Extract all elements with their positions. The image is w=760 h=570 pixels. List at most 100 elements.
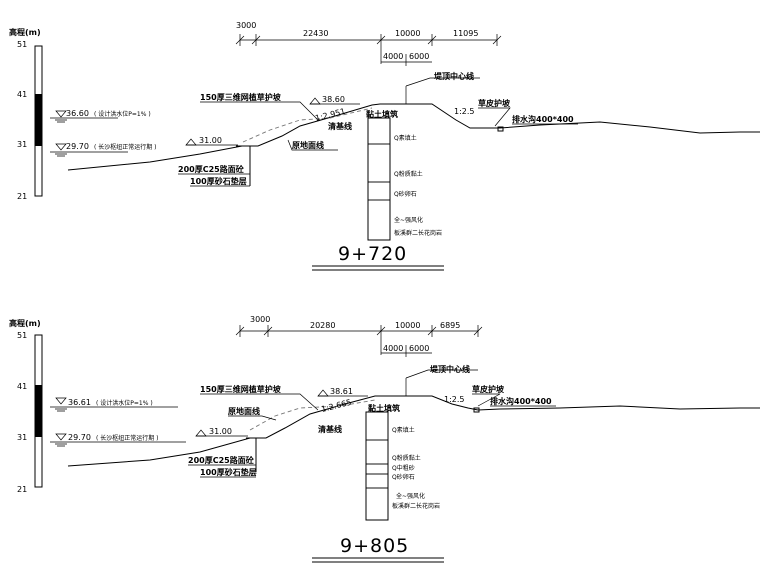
water-level-symbol xyxy=(195,429,207,437)
crest-centerline-label: 堤顶中心线 xyxy=(434,71,474,81)
station-title: 9+805 xyxy=(312,535,444,563)
dim-berm: 20280 xyxy=(310,321,335,330)
dim-sub-4000: 4000 xyxy=(383,52,403,61)
annotations: 150厚三维网植草护坡 38.61 堤顶中心线 黏土填筑 清基线 1:2.665… xyxy=(188,364,556,478)
water-level-symbol xyxy=(55,110,67,123)
ruler-solid-segment xyxy=(35,385,42,437)
normal-level-text: ( 长沙枢纽正常运行期 ) xyxy=(96,434,159,442)
borehole-log: Q素填土 Q粉质黏土 Q中粗砂 Q砂卵石 全~强风化 板溪群二长花岗岩 xyxy=(365,411,440,521)
water-level-markers: 36.60 ( 设计洪水位P=1% ) 29.70 ( 长沙枢纽正常运行期 ) xyxy=(50,109,157,157)
borehole-layer: Q中粗砂 xyxy=(392,464,415,472)
clay-fill-label: 黏土填筑 xyxy=(366,109,398,119)
borehole-layer: Q素填土 xyxy=(394,134,417,142)
clay-fill-label: 黏土填筑 xyxy=(368,403,400,413)
elevation-ruler: 高程(m) 51 41 31 21 xyxy=(9,318,43,494)
water-level-symbol xyxy=(55,143,67,157)
gravel-label: 100厚砂石垫层 xyxy=(200,467,257,477)
water-level-symbol xyxy=(55,397,67,412)
lawn-slope-label: 草皮护坡 xyxy=(478,98,511,108)
cross-section-9-805: 高程(m) 51 41 31 21 36.61 ( 设计洪水位P=1% ) 29… xyxy=(9,315,760,563)
normal-level: 29.70 xyxy=(68,433,91,442)
design-flood-level: 36.61 xyxy=(68,398,91,407)
original-ground-line xyxy=(242,107,373,143)
slope-right-label: 1:2.5 xyxy=(444,395,465,404)
design-flood-text: ( 设计洪水位P=1% ) xyxy=(96,399,153,407)
layer-sand xyxy=(365,463,389,475)
clearing-line-label: 清基线 xyxy=(318,424,342,434)
water-level-markers: 36.61 ( 设计洪水位P=1% ) 29.70 ( 长沙枢纽正常运行期 ) xyxy=(50,397,186,447)
water-level-symbol xyxy=(185,138,197,146)
drain-ditch xyxy=(473,407,480,413)
cross-section-9-720: 高程(m) 51 41 31 21 36.60 ( 设计洪水位P=1% ) 29… xyxy=(9,21,760,271)
dim-berm: 22430 xyxy=(303,29,328,38)
dimension-lines: 3000 20280 10000 6895 4000 6000 xyxy=(235,315,483,357)
drain-label: 排水沟400*400 xyxy=(490,396,552,406)
tick-label: 51 xyxy=(17,40,27,49)
normal-level: 29.70 xyxy=(66,142,89,151)
slope-left-label: 1:2.665 xyxy=(320,398,352,414)
layer-rock xyxy=(365,487,389,521)
water-level-symbol xyxy=(317,389,329,397)
tick-label: 31 xyxy=(17,140,27,149)
tick-label: 21 xyxy=(17,192,27,201)
water-level-symbol xyxy=(309,97,321,105)
borehole-layer: 板溪群二长花岗岩 xyxy=(392,502,440,510)
layer-clay xyxy=(367,143,391,183)
station-label: 9+805 xyxy=(340,535,409,557)
elevation-axis-label: 高程(m) xyxy=(9,27,41,37)
grass-protection-label: 150厚三维网植草护坡 xyxy=(200,384,282,394)
road-pavement xyxy=(246,437,266,472)
borehole-layer: Q粉质黏土 xyxy=(392,454,421,462)
design-flood-text: ( 设计洪水位P=1% ) xyxy=(94,110,151,118)
crest-level: 38.61 xyxy=(330,387,353,396)
borehole-layer: 板溪群二长花岗岩 xyxy=(394,229,442,237)
original-ground-line xyxy=(249,399,376,431)
tick-label: 41 xyxy=(17,90,27,99)
original-ground-label: 原地面线 xyxy=(292,140,324,150)
lawn-slope-label: 草皮护坡 xyxy=(472,384,505,394)
embankment-profile xyxy=(67,378,760,472)
tick-label: 41 xyxy=(17,382,27,391)
normal-level-text: ( 长沙枢纽正常运行期 ) xyxy=(94,143,157,151)
drain-label: 排水沟400*400 xyxy=(512,114,574,124)
clearing-line-label: 清基线 xyxy=(328,121,352,131)
elevation-axis-label: 高程(m) xyxy=(9,318,41,328)
borehole-layer: 全~强风化 xyxy=(396,492,425,500)
dim-crest: 10000 xyxy=(395,321,420,330)
borehole-layer: Q素填土 xyxy=(392,426,415,434)
layer-clay xyxy=(365,439,389,465)
drain-ditch xyxy=(497,126,504,132)
borehole-layer: Q粉质黏土 xyxy=(394,170,423,178)
borehole-log: Q素填土 Q粉质黏土 Q砂卵石 全~强风化 板溪群二长花岗岩 xyxy=(367,117,442,241)
crest-centerline-label: 堤顶中心线 xyxy=(430,364,470,374)
toe-level: 31.00 xyxy=(209,427,232,436)
dim-crest: 10000 xyxy=(395,29,420,38)
dim-outer: 11095 xyxy=(453,29,478,38)
dim-sub-6000: 6000 xyxy=(409,52,429,61)
grass-protection-label: 150厚三维网植草护坡 xyxy=(200,92,282,102)
layer-gravel xyxy=(365,473,389,489)
dim-outer: 6895 xyxy=(440,321,460,330)
dimension-lines: 3000 22430 10000 11095 4000 6000 xyxy=(235,21,502,66)
tick-label: 31 xyxy=(17,433,27,442)
station-label: 9+720 xyxy=(338,243,407,265)
dim-3000: 3000 xyxy=(236,21,256,30)
layer-gravel xyxy=(367,181,391,201)
pavement-label: 200厚C25路面砼 xyxy=(178,164,245,174)
station-title: 9+720 xyxy=(312,243,444,271)
toe-level: 31.00 xyxy=(199,136,222,145)
road-pavement xyxy=(236,145,258,186)
borehole-layer: 全~强风化 xyxy=(394,216,423,224)
crest-level: 38.60 xyxy=(322,95,345,104)
elevation-ruler: 高程(m) 51 41 31 21 xyxy=(9,27,43,201)
original-ground-label: 原地面线 xyxy=(228,406,260,416)
borehole-layer: Q砂卵石 xyxy=(394,190,417,198)
water-level-symbol xyxy=(55,433,67,447)
layer-fill xyxy=(367,117,391,145)
dim-sub-4000: 4000 xyxy=(383,344,403,353)
borehole-layer: Q砂卵石 xyxy=(392,473,415,481)
slope-left-label: 1:2.951 xyxy=(314,107,346,123)
tick-label: 21 xyxy=(17,485,27,494)
slope-right-label: 1:2.5 xyxy=(454,107,475,116)
ruler-solid-segment xyxy=(35,94,42,146)
